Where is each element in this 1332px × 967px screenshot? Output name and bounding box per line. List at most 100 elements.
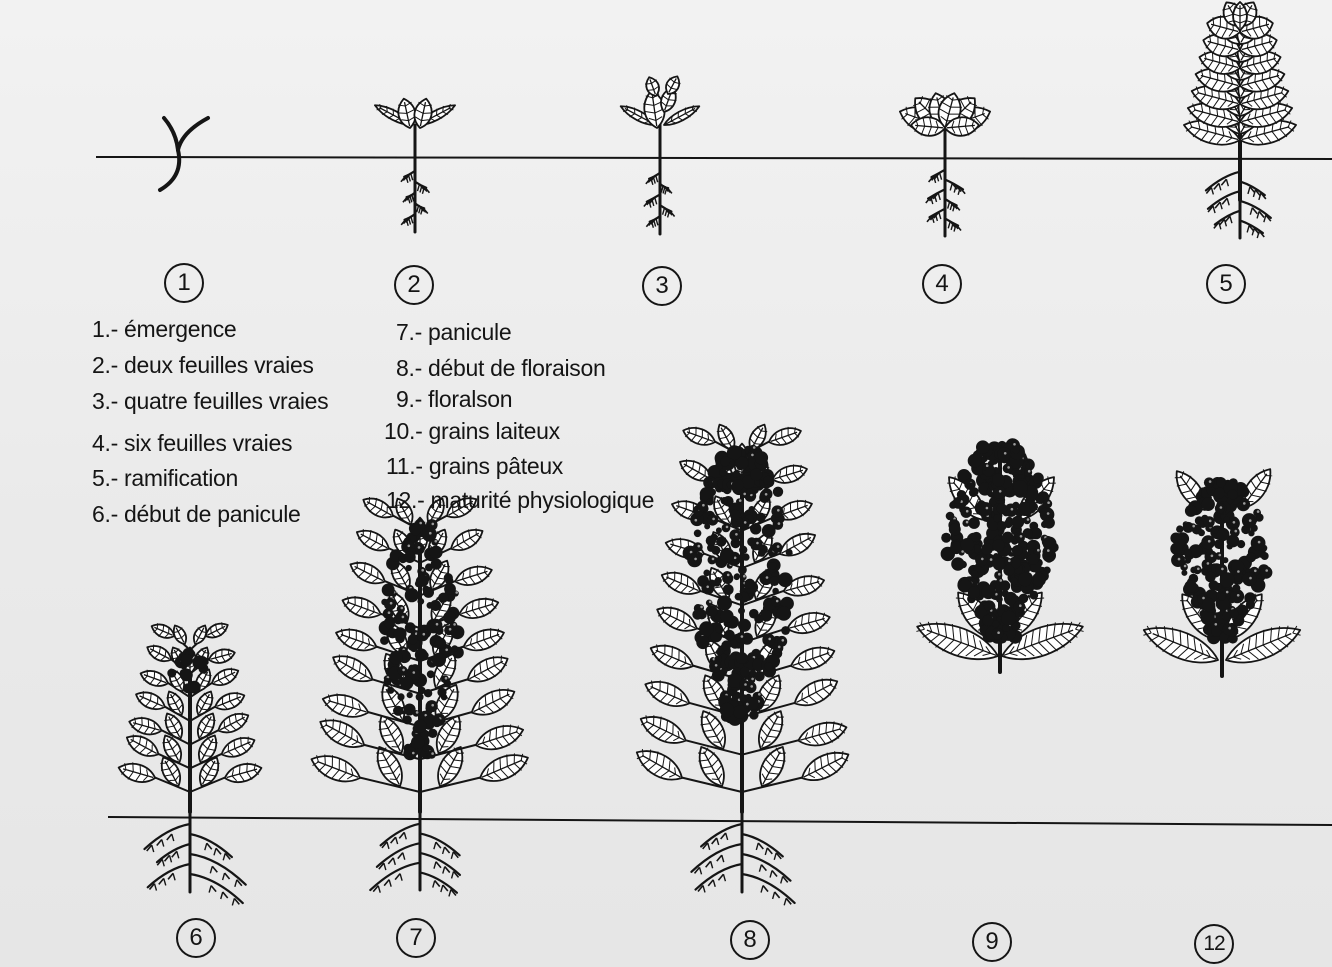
root-hair [411,173,413,180]
grain-cluster [181,654,193,666]
root-hair [703,885,705,892]
leaf [797,745,854,789]
grain-highlight [1047,549,1050,552]
grain-highlight [1257,510,1260,513]
leaf [658,566,704,600]
root-hair [384,863,386,870]
grain-highlight [1249,577,1252,580]
leaf [790,672,843,713]
grain-cluster [955,498,961,504]
root-hair [223,873,225,880]
grain-cluster [389,651,403,665]
root-hair [717,855,722,861]
grain-highlight [712,518,715,521]
grain-cluster [423,587,434,598]
root-hair [449,889,451,896]
grain-cluster [188,681,201,694]
leaf [144,641,175,666]
grain-cluster [703,570,710,577]
root-hair [761,865,766,871]
leaf [463,650,513,689]
root-hair [772,871,777,877]
grain-cluster [738,619,751,632]
root-hair [417,184,419,191]
grain-highlight [402,669,405,672]
grain-highlight [1004,452,1007,455]
grain-cluster [758,549,766,557]
root-hair [452,871,454,878]
leaf [770,461,809,487]
grain-highlight [1237,594,1240,597]
grain-cluster [724,630,735,641]
legend-stage-5: 5.- ramification [92,465,238,492]
grain-highlight [388,611,391,614]
root-hair [775,892,780,898]
grain-cluster [1222,557,1228,563]
grain-cluster [1223,516,1230,523]
roots [144,812,245,905]
root-hair [763,886,768,892]
grain-cluster [1223,623,1235,635]
root-hair [221,892,223,899]
grain-cluster [959,549,965,555]
leaf [209,664,242,690]
root-hair [1219,183,1221,190]
grain-highlight [715,664,718,667]
grain-cluster [427,750,435,758]
grain-cluster [417,575,429,587]
grain-cluster [749,710,758,719]
grain-cluster [1234,569,1240,575]
grain-cluster [716,527,722,533]
root-hair [656,175,658,182]
grain-highlight [756,542,759,545]
grain-cluster [749,445,757,453]
root-hair [408,174,410,181]
grain-cluster [706,536,716,546]
leaf [138,666,171,690]
root-hair [388,858,393,864]
root-hair [177,851,179,858]
leaf [680,423,717,449]
grain-cluster [394,627,407,640]
root-hair [939,212,941,219]
legend-stage-7: 7.- panicule [396,319,511,346]
grain-cluster [1204,477,1214,487]
root-hair [214,848,216,855]
root-hair [940,173,942,180]
grain-highlight [1219,554,1222,557]
grain-highlight [435,540,438,543]
grain-cluster [971,571,979,579]
grain-cluster [739,546,747,554]
root-hair [209,886,211,893]
grain-cluster [979,502,993,516]
plant-stage-6 [116,619,264,905]
roots [691,812,794,905]
grain-cluster [400,677,413,690]
grain-cluster [1211,526,1218,533]
grain-cluster [1184,580,1197,593]
leaf [473,719,527,755]
root-hair [164,878,166,885]
grain-highlight [726,526,729,529]
grain-cluster [1220,572,1235,587]
grain-cluster [992,628,1003,639]
grain-cluster [709,607,718,616]
grain-cluster [427,670,435,678]
grain-cluster [405,588,419,602]
grain-cluster [749,506,755,512]
root-hair [396,837,398,844]
grain-cluster [1023,517,1031,525]
grain-cluster [444,583,456,595]
stage-number-2: 2 [394,265,434,305]
root-hair [212,866,217,872]
grain-cluster [969,488,978,497]
grain-highlight [1178,558,1181,561]
grain-cluster [756,513,766,523]
leaf [785,607,833,638]
grain-cluster [393,706,403,716]
grain-highlight [1028,470,1031,473]
legend-stage-4: 4.- six feuilles vraies [92,430,292,457]
grain-cluster [1214,539,1224,549]
grain-cluster [691,518,698,525]
grain-highlight [706,586,709,589]
